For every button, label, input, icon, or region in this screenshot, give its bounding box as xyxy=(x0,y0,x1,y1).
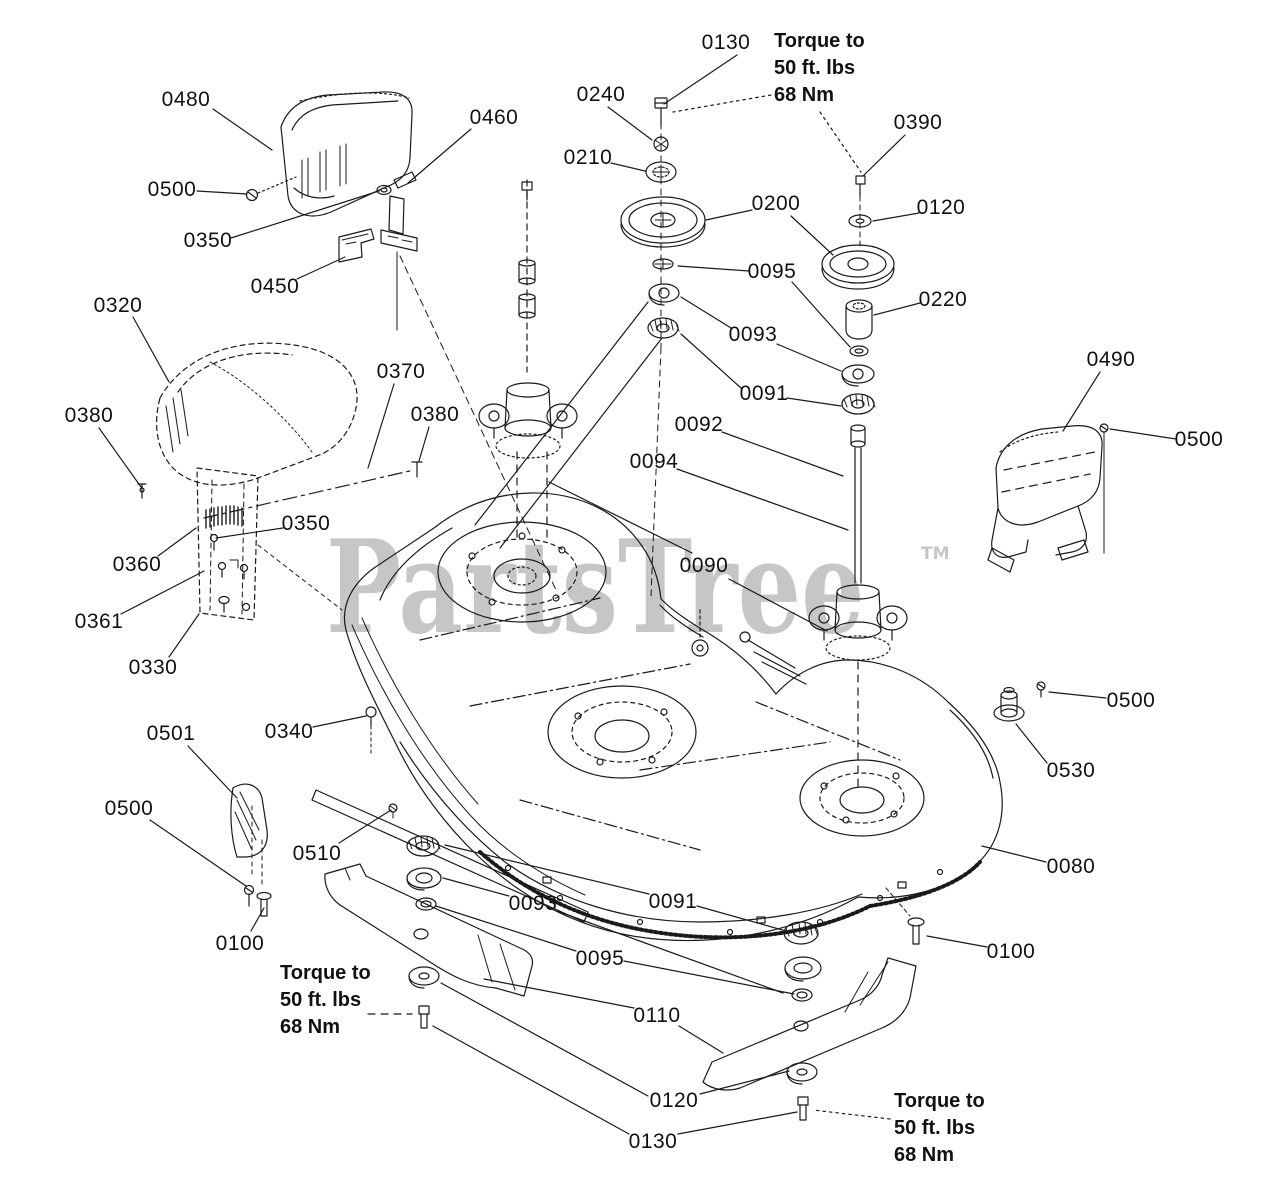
part-label-0350: 0350 xyxy=(183,229,233,252)
part-label-0090: 0090 xyxy=(679,554,729,577)
part-label-0094: 0094 xyxy=(629,450,679,473)
part-label-0340: 0340 xyxy=(264,720,314,743)
mower-deck-shell xyxy=(343,492,1003,942)
torque-note: Torque to 50 ft. lbs 68 Nm xyxy=(280,960,371,1041)
torque-leader-lines xyxy=(367,94,891,1120)
part-label-0200: 0200 xyxy=(751,192,801,215)
torque-note-line: Torque to xyxy=(774,30,865,52)
part-label-0370: 0370 xyxy=(376,360,426,383)
part-label-0501: 0501 xyxy=(146,722,196,745)
right-cover xyxy=(987,423,1109,573)
part-label-0093: 0093 xyxy=(728,323,778,346)
left-spindle-housing xyxy=(478,382,578,539)
part-label-0480: 0480 xyxy=(161,88,211,111)
torque-note-line: 50 ft. lbs xyxy=(280,989,362,1011)
belt-cover xyxy=(280,91,413,217)
part-label-0500: 0500 xyxy=(1106,689,1156,712)
torque-note-line: 68 Nm xyxy=(774,84,835,106)
part-label-0092: 0092 xyxy=(674,413,724,436)
part-label-0500: 0500 xyxy=(104,797,154,820)
part-label-0450: 0450 xyxy=(250,275,300,298)
discharge-chute xyxy=(156,342,358,486)
part-label-0130: 0130 xyxy=(628,1130,678,1153)
roller-mount xyxy=(993,681,1046,722)
part-label-0530: 0530 xyxy=(1046,759,1096,782)
torque-note-line: 50 ft. lbs xyxy=(774,57,856,79)
part-label-0120: 0120 xyxy=(916,196,966,219)
torque-note-line: Torque to xyxy=(280,962,371,984)
part-label-0220: 0220 xyxy=(918,288,968,311)
part-label-0510: 0510 xyxy=(292,842,342,865)
part-label-0360: 0360 xyxy=(112,553,162,576)
chute-mount-bracket xyxy=(196,467,343,621)
center-pulley-stack xyxy=(620,97,706,597)
part-label-0390: 0390 xyxy=(893,111,943,134)
part-label-0500: 0500 xyxy=(147,178,197,201)
watermark-trademark: TM xyxy=(921,544,950,564)
deck-bolt-right xyxy=(885,887,925,945)
torque-note-line: 68 Nm xyxy=(280,1016,341,1038)
part-label-0110: 0110 xyxy=(633,1004,681,1027)
part-label-0490: 0490 xyxy=(1086,348,1136,371)
right-pulley-stack xyxy=(821,175,895,584)
support-bracket xyxy=(376,171,557,591)
mulch-bar xyxy=(311,706,589,923)
part-label-0091: 0091 xyxy=(739,382,789,405)
cover-screw xyxy=(245,176,297,202)
part-label-0080: 0080 xyxy=(1046,855,1096,878)
part-label-0240: 0240 xyxy=(576,83,626,106)
torque-note: Torque to 50 ft. lbs 68 Nm xyxy=(774,28,865,109)
torque-note-line: Torque to xyxy=(894,1090,985,1112)
part-label-0095: 0095 xyxy=(575,947,625,970)
watermark: PartsTree xyxy=(326,513,865,663)
part-label-0361: 0361 xyxy=(74,610,124,633)
part-label-0380: 0380 xyxy=(64,404,114,427)
part-label-0320: 0320 xyxy=(93,294,143,317)
part-label-0100: 0100 xyxy=(215,932,265,955)
part-label-0500: 0500 xyxy=(1174,428,1224,451)
leader-lines xyxy=(98,54,1177,1135)
torque-note-line: 68 Nm xyxy=(894,1144,955,1166)
part-label-0095: 0095 xyxy=(747,260,797,283)
part-label-0130: 0130 xyxy=(701,31,751,54)
part-label-0460: 0460 xyxy=(469,106,519,129)
left-baffle xyxy=(230,783,272,917)
part-label-0350: 0350 xyxy=(281,512,331,535)
left-blade-bearing-stack xyxy=(406,835,442,1029)
part-label-0120: 0120 xyxy=(649,1089,699,1112)
left-blade xyxy=(324,863,534,997)
clip-bracket xyxy=(338,228,375,263)
left-spindle-stack xyxy=(518,179,536,373)
install-lines xyxy=(474,301,663,549)
part-label-0100: 0100 xyxy=(986,940,1036,963)
right-blade xyxy=(702,957,917,1091)
part-label-0380: 0380 xyxy=(410,403,460,426)
part-label-0093: 0093 xyxy=(508,892,558,915)
torque-note: Torque to 50 ft. lbs 68 Nm xyxy=(894,1088,985,1169)
torque-note-line: 50 ft. lbs xyxy=(894,1117,976,1139)
part-label-0330: 0330 xyxy=(128,656,178,679)
part-label-0210: 0210 xyxy=(563,146,613,169)
part-label-0091: 0091 xyxy=(648,890,698,913)
